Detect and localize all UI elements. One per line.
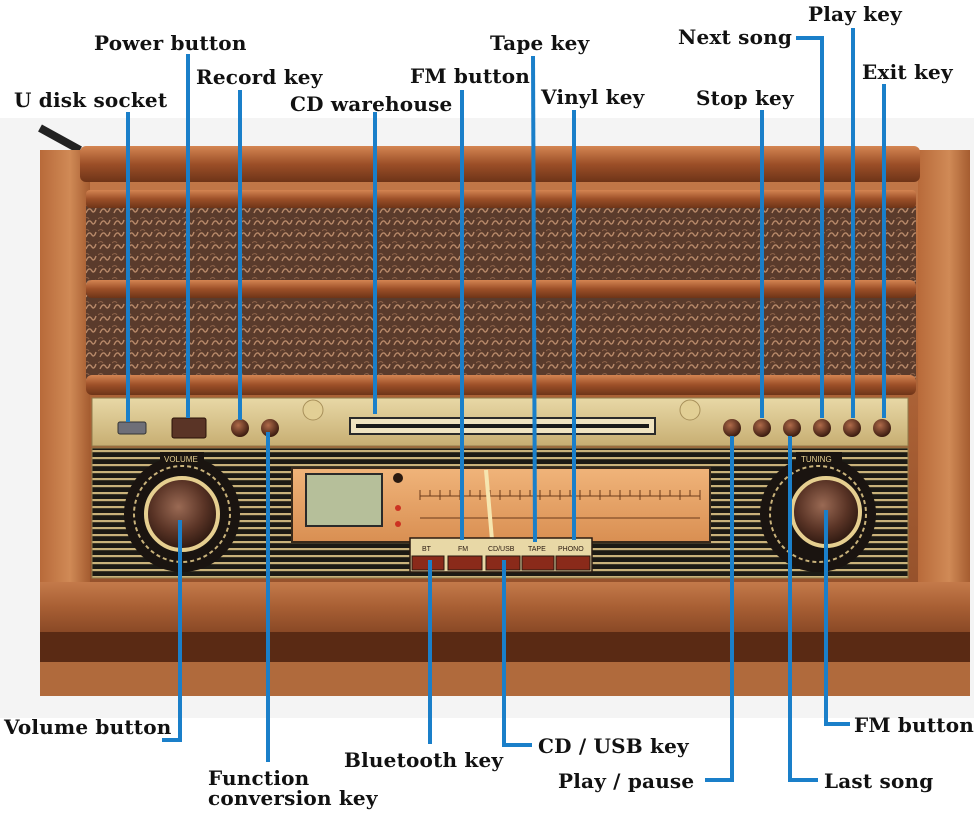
label-volume-button: Volume button (4, 715, 172, 739)
cabinet-right-post (918, 150, 970, 610)
label-next-song: Next song (678, 25, 793, 49)
label-play-key: Play key (808, 2, 902, 26)
leader-cd-usb-key (502, 560, 532, 747)
leader-next-song (796, 36, 824, 418)
label-bluetooth-key: Bluetooth key (344, 748, 504, 772)
lcd-display (305, 473, 383, 527)
play-button (843, 419, 861, 437)
label-u-disk-socket: U disk socket (14, 88, 168, 112)
cabinet-left-post (40, 150, 90, 610)
exit-button (873, 419, 891, 437)
label-last-song: Last song (824, 769, 934, 793)
label-cd-usb-key: CD / USB key (538, 734, 689, 758)
function-button (261, 419, 279, 437)
label-function-conversion-key-line1: Function (208, 766, 310, 790)
leader-tape-key (531, 55, 537, 543)
next-song-button (813, 419, 831, 437)
top-rail (80, 146, 920, 182)
label-vinyl-key: Vinyl key (541, 85, 645, 109)
label-fm-button-bottom: FM button (854, 713, 974, 737)
leader-volume-button (162, 520, 182, 742)
label-function-conversion-key-line2: conversion key (208, 786, 378, 810)
leader-last-song (788, 436, 818, 782)
label-fm-button-top: FM button (410, 64, 530, 88)
label-record-key: Record key (196, 65, 323, 89)
usb-socket (117, 421, 147, 435)
stop-button (753, 419, 771, 437)
last-song-button (783, 419, 801, 437)
label-stop-key: Stop key (696, 86, 794, 110)
label-exit-key: Exit key (862, 60, 953, 84)
label-power-button: Power button (94, 31, 247, 55)
label-cd-warehouse: CD warehouse (290, 92, 453, 116)
label-tape-key: Tape key (490, 31, 590, 55)
record-button (231, 419, 249, 437)
leader-play-pause (705, 436, 734, 782)
play-pause-button (723, 419, 741, 437)
leader-fm-button-bottom (824, 510, 850, 726)
label-play-pause: Play / pause (558, 769, 695, 793)
